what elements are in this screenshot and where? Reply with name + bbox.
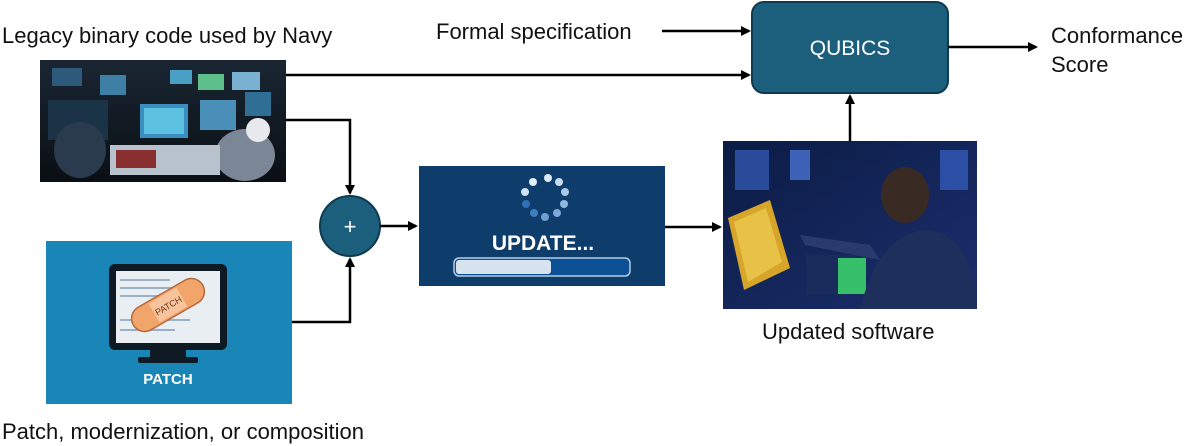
conformance-label-line2: Score bbox=[1051, 52, 1109, 77]
update-panel: UPDATE... bbox=[419, 166, 665, 286]
formal-spec-label: Formal specification bbox=[436, 19, 632, 44]
update-progress-fill bbox=[456, 260, 551, 274]
qubics-box: QUBICS bbox=[751, 1, 949, 94]
updated-software-label: Updated software bbox=[762, 319, 935, 344]
spinner-icon bbox=[521, 174, 569, 221]
patch-source-label: Patch, modernization, or composition bbox=[2, 419, 364, 444]
conformance-label-line1: Conformance bbox=[1051, 23, 1184, 48]
qubics-label: QUBICS bbox=[810, 37, 891, 60]
legacy-code-label: Legacy binary code used by Navy bbox=[2, 23, 333, 48]
combine-node: + bbox=[319, 195, 381, 257]
plus-sign: + bbox=[344, 214, 357, 239]
patch-panel: PATCH PATCH bbox=[46, 241, 292, 404]
patch-caption: PATCH bbox=[143, 371, 192, 388]
arrow-patch-to-plus bbox=[292, 257, 355, 324]
navy-control-room-image bbox=[40, 60, 286, 182]
arrow-legacy-to-plus bbox=[286, 118, 355, 195]
updated-software-image bbox=[723, 141, 977, 309]
arrows bbox=[286, 26, 1038, 324]
update-label: UPDATE... bbox=[492, 232, 594, 255]
bandage-icon: PATCH bbox=[130, 277, 206, 333]
